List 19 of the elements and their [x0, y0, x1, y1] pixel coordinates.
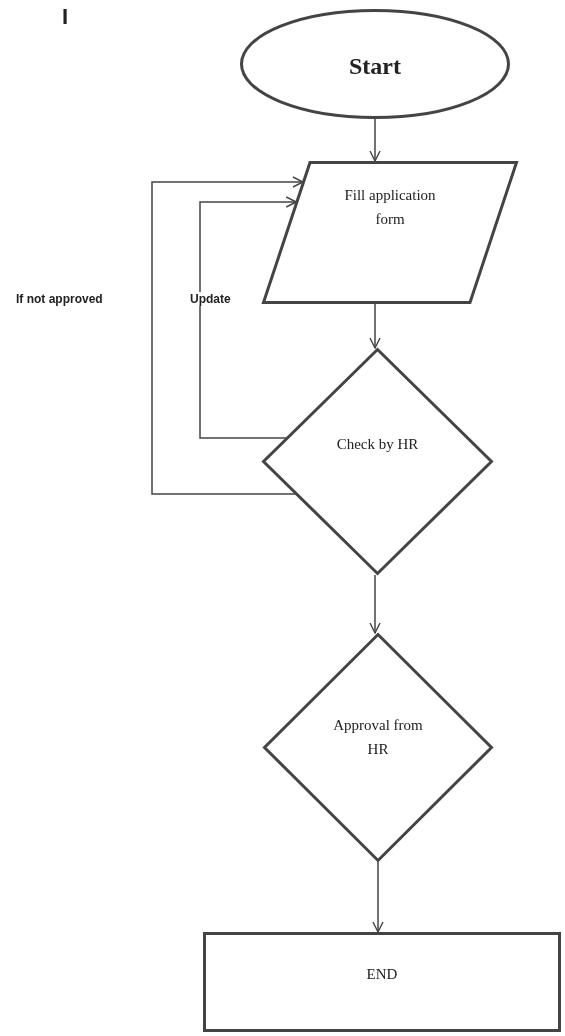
arrow	[369, 303, 381, 349]
arrow	[151, 176, 304, 495]
arrow	[372, 861, 384, 933]
decision-diamond	[262, 348, 493, 575]
edge-label: Update	[188, 292, 233, 306]
node-label: Check by HR	[335, 435, 420, 454]
arrow	[199, 196, 297, 439]
edge-label: If not approved	[14, 292, 105, 306]
process-box	[203, 932, 561, 1032]
input-parallelogram	[262, 161, 518, 304]
start-ellipse	[240, 9, 510, 119]
arrow	[369, 118, 381, 162]
arrow	[369, 574, 381, 634]
decision-diamond	[263, 633, 493, 862]
node-label: Fill application form	[343, 186, 437, 229]
node-label: END	[365, 965, 399, 984]
node-label: Approval from HR	[332, 716, 424, 759]
node-label: Start	[348, 52, 402, 81]
stray-letter: I	[62, 4, 69, 30]
